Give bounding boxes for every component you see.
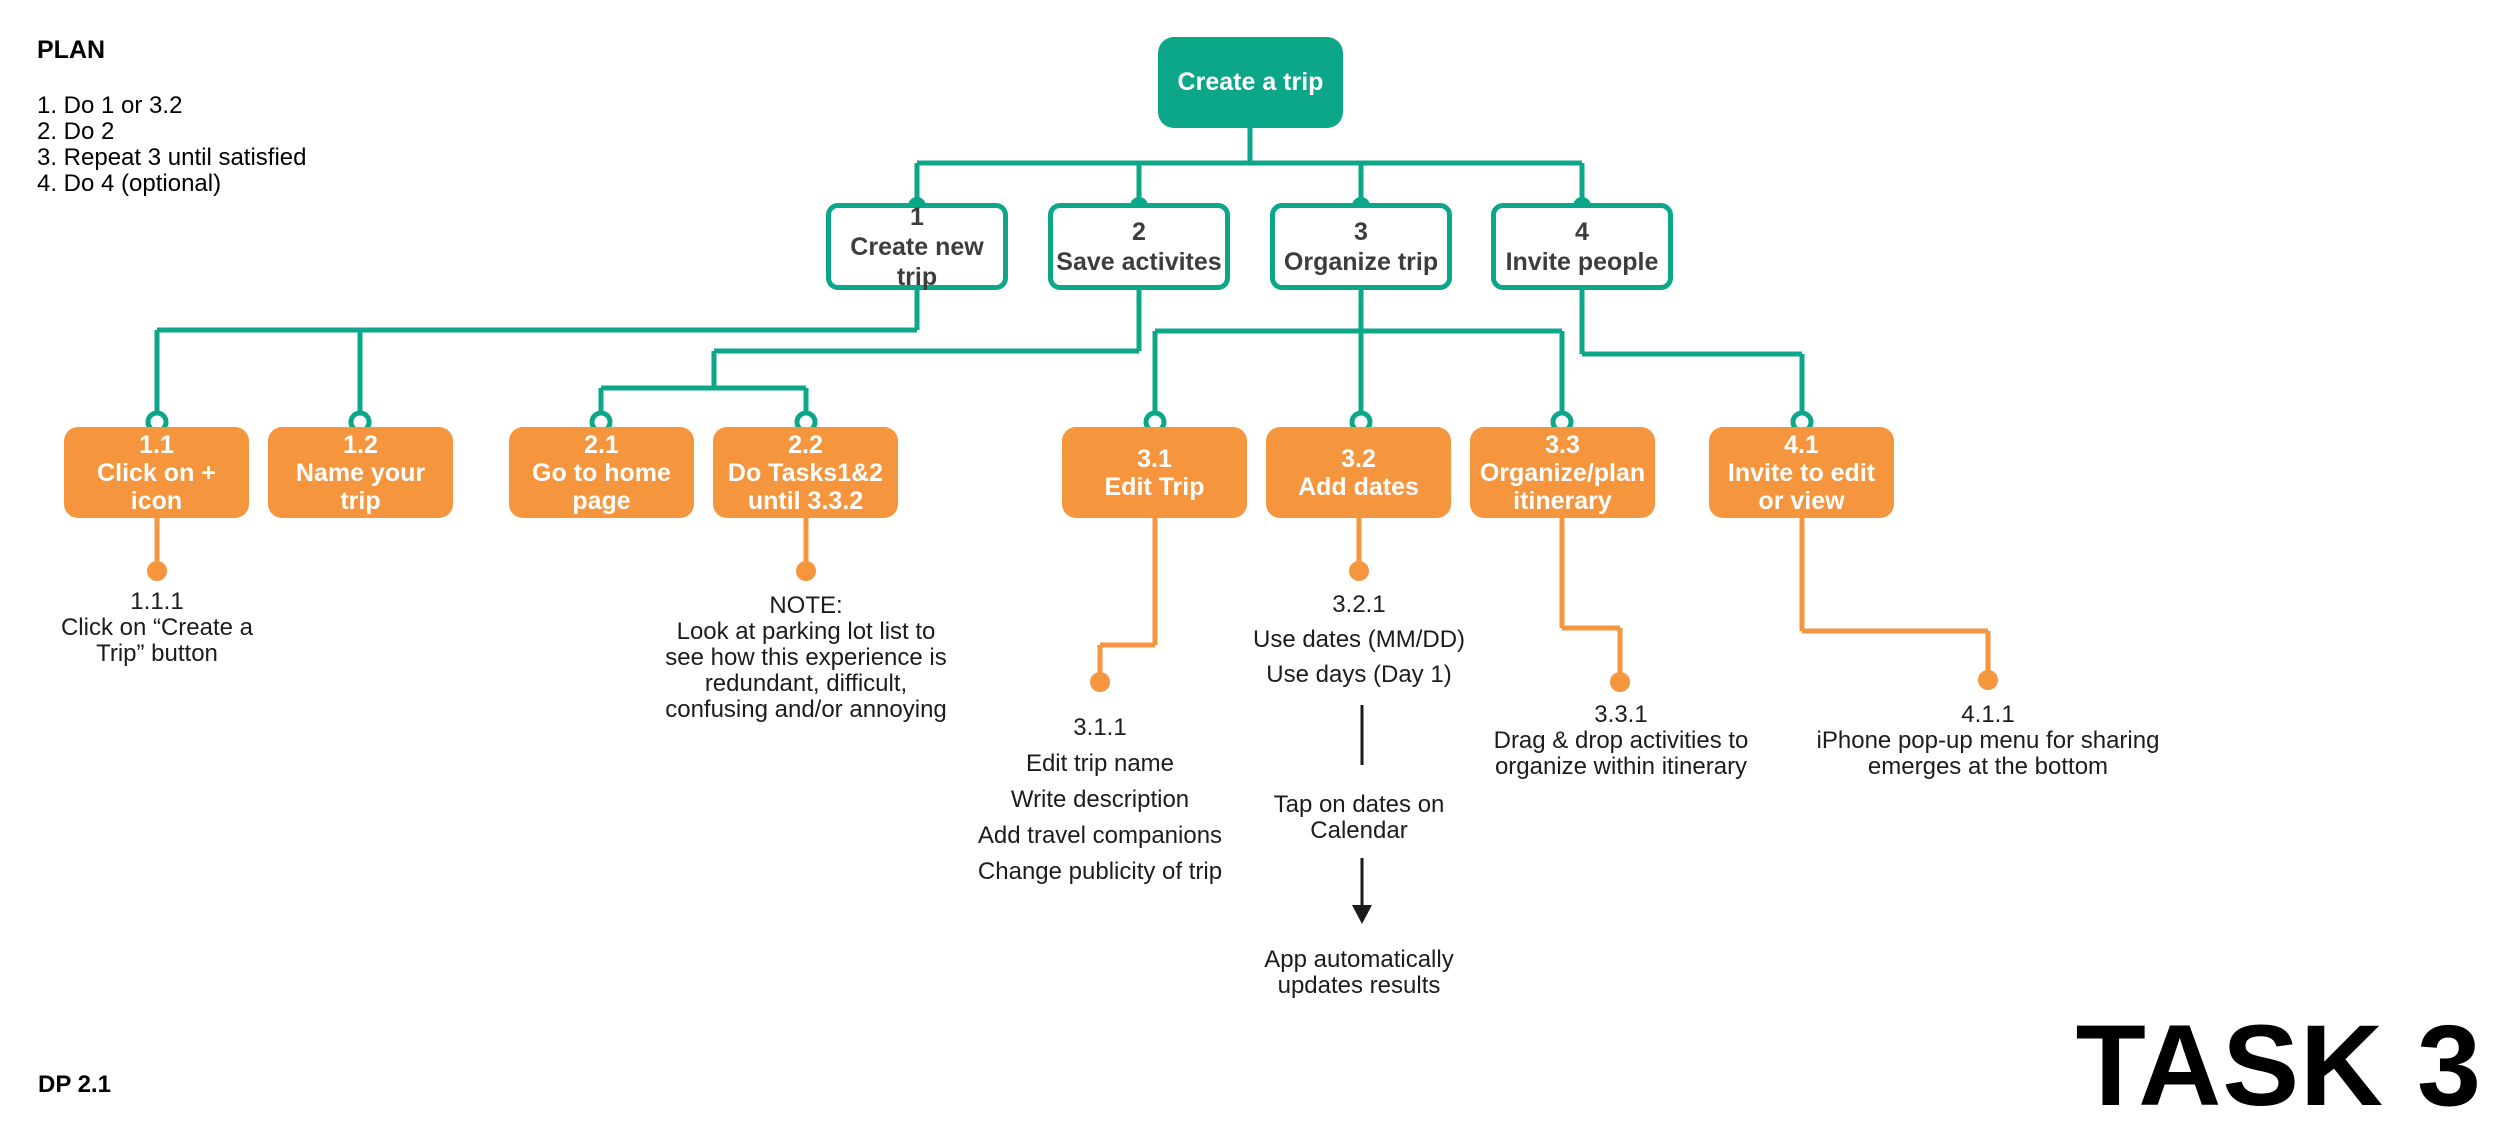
node-label: Invite people xyxy=(1505,247,1659,276)
node-label: Create a trip xyxy=(1177,68,1324,96)
plan-title: PLAN xyxy=(37,36,106,64)
orange-connectors xyxy=(154,518,1991,673)
node-4-invite-people[interactable]: 4 Invite people xyxy=(1491,203,1673,290)
node-1-1-click-on-plus-icon[interactable]: 1.1 Click on + icon xyxy=(64,427,249,518)
flow-arrowhead xyxy=(1352,905,1372,924)
node-create-a-trip[interactable]: Create a trip xyxy=(1158,37,1343,128)
node-3-3-organize-plan-itinerary[interactable]: 3.3 Organize/plan itinerary xyxy=(1470,427,1655,518)
node-number: 3.3 xyxy=(1545,430,1580,459)
node-number: 1.1 xyxy=(139,430,174,459)
node-label: Name your trip xyxy=(295,458,426,515)
node-label: Go to home page xyxy=(532,458,671,515)
dp-version-label: DP 2.1 xyxy=(38,1071,111,1098)
annotation-4-1-1: 4.1.1 iPhone pop-up menu for sharing eme… xyxy=(1816,701,2160,780)
node-number: 3 xyxy=(1354,217,1368,246)
annotation-tap-on-dates: Tap on dates on Calendar xyxy=(1273,791,1445,844)
orange-end-dots xyxy=(147,561,1998,692)
plan-step-2: 2. Do 2 xyxy=(37,118,115,145)
node-label: Organize trip xyxy=(1283,247,1439,276)
node-label: Create new trip xyxy=(850,232,984,291)
node-label: Organize/plan itinerary xyxy=(1479,458,1646,515)
annotation-note: NOTE: Look at parking lot list to see ho… xyxy=(665,592,947,723)
node-label: Add dates xyxy=(1298,472,1419,501)
annotation-app-updates: App automatically updates results xyxy=(1264,946,1454,999)
node-number: 2.1 xyxy=(584,430,619,459)
node-2-2-do-tasks-until[interactable]: 2.2 Do Tasks1&2 until 3.3.2 xyxy=(713,427,898,518)
annotation-3-2-1: 3.2.1 Use dates (MM/DD) Use days (Day 1) xyxy=(1252,591,1466,688)
node-label: Save activites xyxy=(1056,247,1222,276)
node-label: Click on + icon xyxy=(97,458,216,515)
annotation-3-3-1: 3.3.1 Drag & drop activities to organize… xyxy=(1493,701,1749,780)
node-number: 4.1 xyxy=(1784,430,1819,459)
green-connectors xyxy=(154,128,1805,413)
plan-legend: PLAN 1. Do 1 or 3.2 2. Do 2 3. Repeat 3 … xyxy=(37,36,307,197)
node-number: 1 xyxy=(910,202,924,231)
plan-step-1: 1. Do 1 or 3.2 xyxy=(37,92,183,119)
node-2-1-go-to-home-page[interactable]: 2.1 Go to home page xyxy=(509,427,694,518)
node-3-2-add-dates[interactable]: 3.2 Add dates xyxy=(1266,427,1451,518)
plan-step-3: 3. Repeat 3 until satisfied xyxy=(37,144,307,171)
node-3-organize-trip[interactable]: 3 Organize trip xyxy=(1270,203,1452,290)
node-number: 3.1 xyxy=(1137,444,1172,473)
node-number: 2 xyxy=(1132,217,1146,246)
node-number: 1.2 xyxy=(343,430,378,459)
green-junction-dots xyxy=(908,197,1591,215)
node-3-1-edit-trip[interactable]: 3.1 Edit Trip xyxy=(1062,427,1247,518)
node-2-save-activites[interactable]: 2 Save activites xyxy=(1048,203,1230,290)
node-1-2-name-your-trip[interactable]: 1.2 Name your trip xyxy=(268,427,453,518)
node-4-1-invite-to-edit-or-view[interactable]: 4.1 Invite to edit or view xyxy=(1709,427,1894,518)
node-label: Do Tasks1&2 until 3.3.2 xyxy=(727,458,884,515)
task-title: TASK 3 xyxy=(2075,1002,2482,1130)
annotation-1-1-1: 1.1.1 Click on “Create a Trip” button xyxy=(60,588,254,667)
plan-step-4: 4. Do 4 (optional) xyxy=(37,170,222,197)
node-label: Invite to edit or view xyxy=(1727,458,1876,515)
node-1-create-new-trip[interactable]: 1 Create new trip xyxy=(826,202,1008,291)
node-number: 3.2 xyxy=(1341,444,1376,473)
node-label: Edit Trip xyxy=(1104,472,1205,501)
node-number: 4 xyxy=(1575,217,1589,246)
node-number: 2.2 xyxy=(788,430,823,459)
annotation-3-1-1: 3.1.1 Edit trip name Write description A… xyxy=(977,714,1223,885)
